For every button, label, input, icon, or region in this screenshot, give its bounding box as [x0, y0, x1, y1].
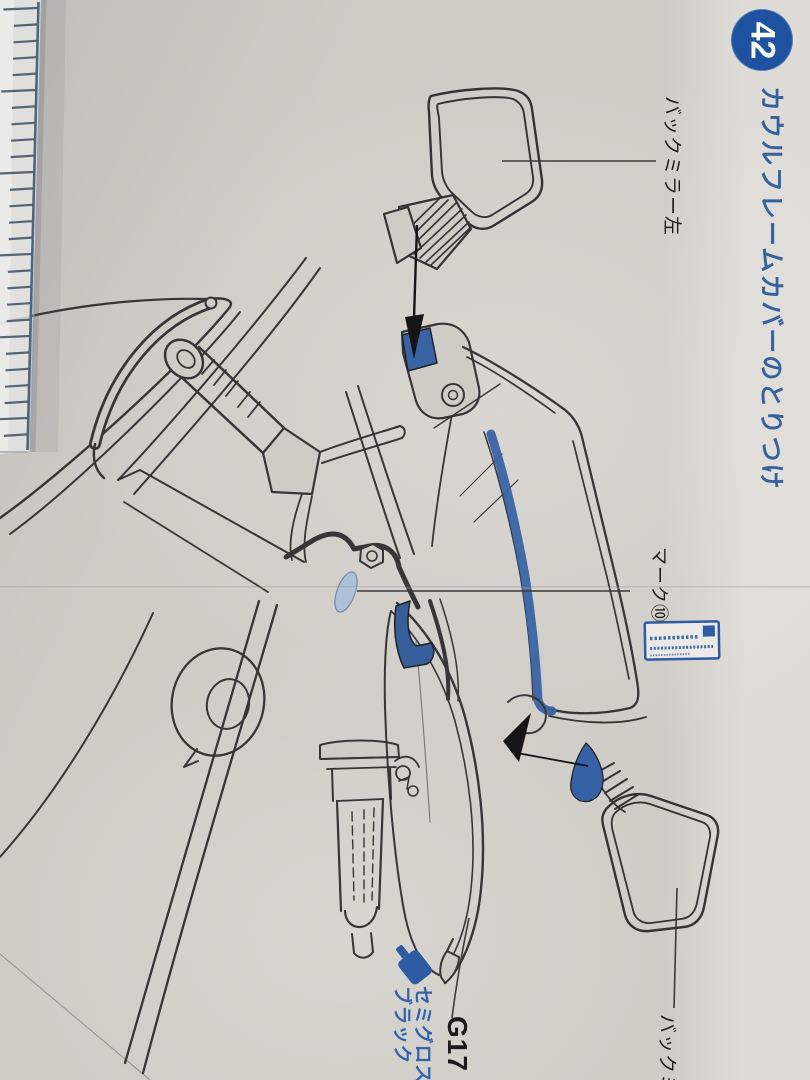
- paint-name-line2: ブラック: [391, 986, 412, 1065]
- page-title: カウルフレームカバーのとりつけ: [757, 86, 785, 491]
- mark-decal-sticker: [643, 620, 721, 661]
- blue-mount-slot: [401, 327, 438, 372]
- assembly-arrow-down-icon: [405, 224, 424, 359]
- mirror-right-illustration: [570, 742, 720, 933]
- cowl-frame-cover-illustration: [334, 571, 485, 985]
- step-number: 42: [743, 21, 782, 59]
- paint-icon: [396, 945, 432, 985]
- callout-mark-10: マーク⑩: [649, 547, 669, 623]
- step-number-badge: 42: [731, 9, 793, 71]
- blue-mirror-wedge: [570, 742, 604, 803]
- ruler-ticks: [0, 6, 38, 437]
- leader-lines: [357, 160, 678, 1019]
- ruler: [0, 0, 66, 454]
- callout-mirror-right: バックミラー右: [656, 1014, 677, 1080]
- callout-part-code: G17: [442, 1016, 473, 1072]
- paint-name-line1: セミグロス: [412, 986, 433, 1080]
- windshield-frame-illustration: [400, 322, 647, 735]
- mirror-left-illustration: [382, 87, 544, 271]
- motorcycle-line-art: [0, 257, 453, 1080]
- blue-hook-trim: [393, 600, 435, 669]
- callout-mirror-left: バックミラー左: [661, 96, 682, 237]
- blue-edge-trim: [486, 429, 557, 716]
- callout-paint-name: セミグロスブラック: [391, 986, 433, 1080]
- assembly-arrow-up-icon: [503, 713, 589, 767]
- mark-10-placement: [334, 571, 358, 613]
